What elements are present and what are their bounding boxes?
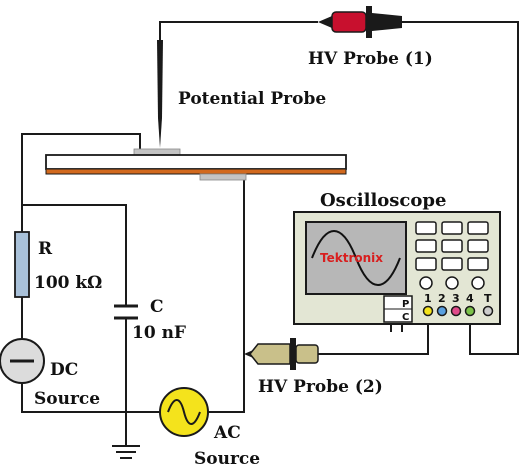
wire-hv-probe1-to-scope [402,21,519,355]
hv-probe-1-label: HV Probe (1) [308,49,433,69]
scope-channel-2-label: 2 [438,292,446,305]
dielectric-plate [45,154,347,170]
hv-probe-1-body [331,11,367,33]
scope-button-r2c2 [441,239,463,253]
hv-probe-2-body [249,343,291,365]
oscilloscope-buttons [415,221,489,271]
hv-probe-2-handle [295,344,319,364]
hv-probe-1-tip [318,16,332,28]
wire-cap-top [22,204,127,306]
ac-source-label-line1: AC [213,423,241,443]
oscilloscope-waveform [311,230,401,286]
dc-source [0,338,45,384]
oscilloscope: Tektronix P C 1 2 3 4 T [293,211,501,325]
hv-probe-1-collar [366,6,372,38]
scope-knob-1 [419,276,433,290]
scope-button-r1c3 [467,221,489,235]
potential-probe-needle [157,40,163,148]
ac-source [159,387,209,437]
wire-plate-left-top [21,133,141,205]
hv-probe-2 [244,338,319,370]
scope-channel-4-connector [464,305,476,317]
oscilloscope-brand: Tektronix [320,251,383,265]
scope-channel-1-connector [422,305,434,317]
hv-probe-1 [318,6,402,38]
wire-dc-to-bottom [21,384,160,413]
scope-button-r3c3 [467,257,489,271]
scope-port-c-label: C [402,312,409,323]
scope-channel-t-label: T [484,292,492,305]
dc-source-label-line2: Source [34,389,100,409]
wire-ac-to-electrode [208,178,245,413]
resistor-name: R [38,239,53,259]
capacitor-name: C [150,297,164,317]
sample-plates [45,148,347,181]
scope-button-r1c1 [415,221,437,235]
scope-channel-t-connector [482,305,494,317]
scope-button-r3c1 [415,257,437,271]
scope-channel-2-connector [436,305,448,317]
scope-button-r1c2 [441,221,463,235]
hv-probe-2-collar [290,338,296,370]
dc-source-label-line1: DC [50,360,78,380]
hv-probe-2-label: HV Probe (2) [258,377,383,397]
scope-port-p-label: P [402,299,409,310]
resistor-value: 100 kΩ [34,273,102,293]
ground-plate [45,168,347,175]
scope-button-r2c1 [415,239,437,253]
scope-knob-2 [445,276,459,290]
oscilloscope-label: Oscilloscope [320,190,446,211]
resistor [14,231,30,298]
scope-channel-1-label: 1 [424,292,432,305]
scope-channel-3-label: 3 [452,292,460,305]
scope-button-r2c3 [467,239,489,253]
capacitor-value: 10 nF [132,323,186,343]
ac-source-label-line2: Source [194,449,260,467]
potential-probe [157,40,163,148]
scope-channel-3-connector [450,305,462,317]
oscilloscope-knobs [419,276,485,290]
capacitor [114,304,138,320]
wire-hv-probe1-loop [159,21,318,40]
hv-probe-1-handle [372,13,402,31]
ac-source-sine-icon [167,399,201,425]
scope-button-r3c2 [441,257,463,271]
wire-hv-probe2-to-scope [318,314,429,355]
bottom-electrode [199,173,247,181]
scope-channel-4-label: 4 [466,292,474,305]
scope-knob-3 [471,276,485,290]
potential-probe-label: Potential Probe [178,89,326,109]
